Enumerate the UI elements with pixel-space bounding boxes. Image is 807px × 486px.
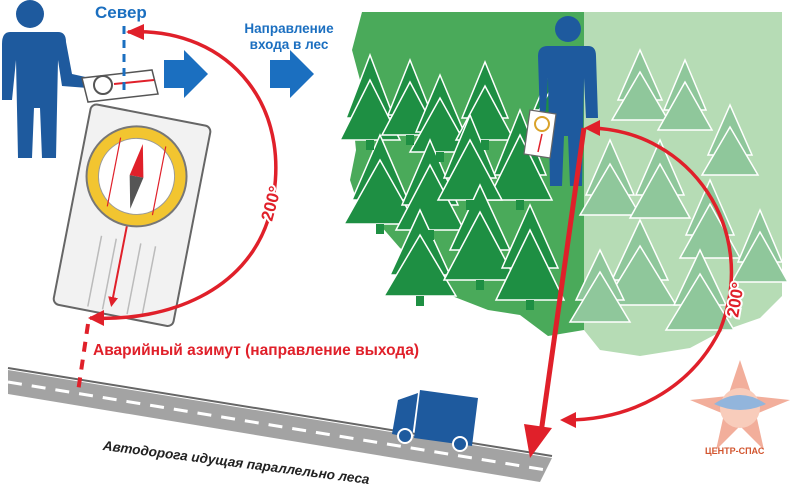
left-angle-arc (89, 30, 278, 321)
emergency-azimuth-line (76, 323, 90, 393)
right-arc-arrowhead-icon (584, 120, 600, 136)
person-right-icon (538, 16, 598, 186)
left-arc-arrowhead-icon (126, 24, 144, 40)
right-arc-bottom-arrowhead-icon (560, 412, 576, 428)
left-angle-label: 200° (258, 184, 286, 223)
centr-spas-logo (690, 360, 790, 450)
logo-text: ЦЕНТР-СПАС (705, 446, 765, 456)
light-trees (568, 48, 790, 331)
entry-direction-label: Направление входа в лес (244, 21, 334, 52)
left-arc-bottom-arrowhead-icon (88, 310, 104, 326)
entry-arrow-2-icon (270, 50, 314, 98)
entry-arrow-1-icon (164, 50, 208, 98)
right-angle-arc (565, 126, 734, 422)
large-compass-icon (52, 103, 212, 327)
emergency-azimuth-label: Аварийный азимут (направление выхода) (93, 342, 419, 359)
exit-arrowhead-icon (524, 424, 552, 458)
right-hand-compass-icon (523, 109, 557, 159)
north-label: Север (95, 3, 147, 22)
exit-direction-arrow (537, 127, 587, 441)
person-left-icon (2, 0, 90, 158)
truck-icon (392, 390, 478, 452)
dark-trees (338, 52, 584, 301)
hand-compass-icon (81, 69, 159, 103)
dark-tree-trunks (366, 135, 534, 310)
